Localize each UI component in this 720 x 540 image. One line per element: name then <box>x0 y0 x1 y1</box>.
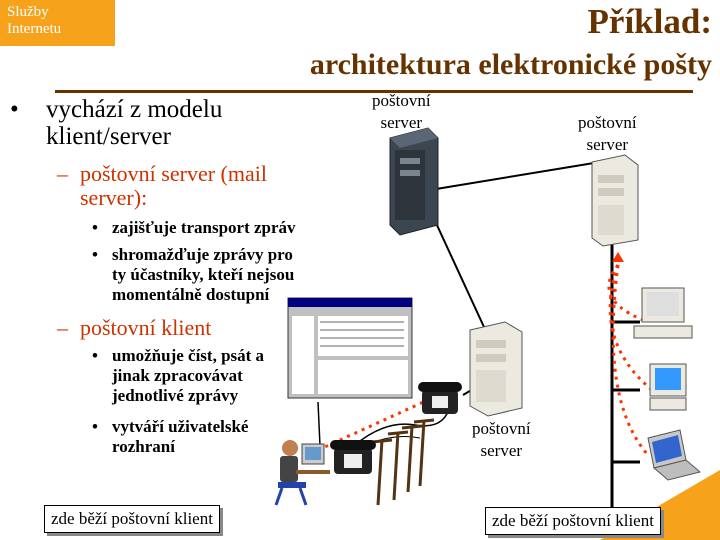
title-line-2: architektura elektronické pošty <box>309 48 712 81</box>
server-icon <box>591 154 639 247</box>
bullet-l1: vychází z modelu klient/server <box>46 96 222 150</box>
bullet-l3b: shromažďuje zprávy pro ty účastníky, kte… <box>112 245 294 305</box>
bullet-l3a-line: zajišťuje transport zpráv <box>112 218 296 237</box>
bullet-l3a: zajišťuje transport zpráv <box>112 218 296 238</box>
server-label-line: poštovní <box>472 419 531 438</box>
telephone-icon <box>330 440 376 474</box>
bullet-marker-l3c: • <box>92 346 98 365</box>
corner-label: Služby Internetu <box>7 4 62 37</box>
client-callout-right: zde běží poštovní klient <box>485 507 661 535</box>
client-callout-left: zde běží poštovní klient <box>44 505 220 533</box>
bullet-l2a-line: server): <box>80 185 148 210</box>
corner-tag <box>0 0 115 46</box>
telephone-icon <box>418 382 462 414</box>
server-label-top-left: poštovní server <box>372 90 431 134</box>
bullet-marker-l3b: • <box>92 245 98 264</box>
bullet-l1-line: vychází z modelu <box>46 96 223 123</box>
bullet-marker-l1: • <box>10 96 19 123</box>
bullet-l2a: poštovní server (mail server): <box>80 162 267 210</box>
phone-wire <box>354 404 451 446</box>
bullet-marker-l3d: • <box>92 417 98 436</box>
desktop-computer-icon <box>649 363 687 411</box>
server-label-line: poštovní <box>578 113 637 132</box>
title-line-1: Příklad: <box>587 2 712 41</box>
bullet-l3b-line: shromažďuje zprávy pro <box>112 245 293 264</box>
server-label-bottom: poštovní server <box>472 418 531 462</box>
bullet-l3d: vytváří uživatelské rozhraní <box>112 417 248 457</box>
telephone-poles <box>371 418 435 506</box>
user-at-computer-icon <box>274 440 330 506</box>
arrow-head <box>612 252 624 262</box>
bullet-l3b-line: momentálně dostupní <box>112 285 270 304</box>
link-server-bottom <box>429 209 491 341</box>
server-label-line: server <box>586 135 629 154</box>
server-icon <box>469 321 523 417</box>
server-label-line: server <box>480 441 523 460</box>
bullet-l3c: umožňuje číst, psát a jinak zpracovávat … <box>112 346 264 406</box>
server-label-line: poštovní <box>372 91 431 110</box>
bullet-marker-l3a: • <box>92 218 98 237</box>
server-label-top-right: poštovní server <box>578 112 637 156</box>
bullet-l3c-line: umožňuje číst, psát a <box>112 346 265 365</box>
laptop-icon <box>647 429 702 481</box>
mail-client-window <box>287 297 413 399</box>
bullet-l3d-line: rozhraní <box>112 437 175 456</box>
bullet-l3c-line: jednotlivé zprávy <box>112 386 239 405</box>
link-server-server <box>429 161 601 191</box>
bullet-l2a-line: poštovní server (mail <box>80 161 267 186</box>
bullet-l3d-line: vytváří uživatelské <box>112 417 249 436</box>
bullet-l1-line: klient/server <box>46 123 171 150</box>
server-label-line: server <box>380 113 423 132</box>
message-flow-arrows <box>317 264 653 456</box>
title-divider <box>55 90 693 93</box>
bullet-l2b-line: poštovní klient <box>80 315 212 340</box>
pointer-line <box>317 401 321 447</box>
dash-marker-l2a: – <box>57 161 68 186</box>
desktop-computer-icon <box>633 287 693 339</box>
bullet-l2b: poštovní klient <box>80 316 211 340</box>
bullet-l3b-line: ty účastníky, kteří nejsou <box>112 265 295 284</box>
server-icon <box>389 127 439 236</box>
dash-marker-l2b: – <box>57 315 68 340</box>
bullet-l3c-line: jinak zpracovávat <box>112 366 243 385</box>
